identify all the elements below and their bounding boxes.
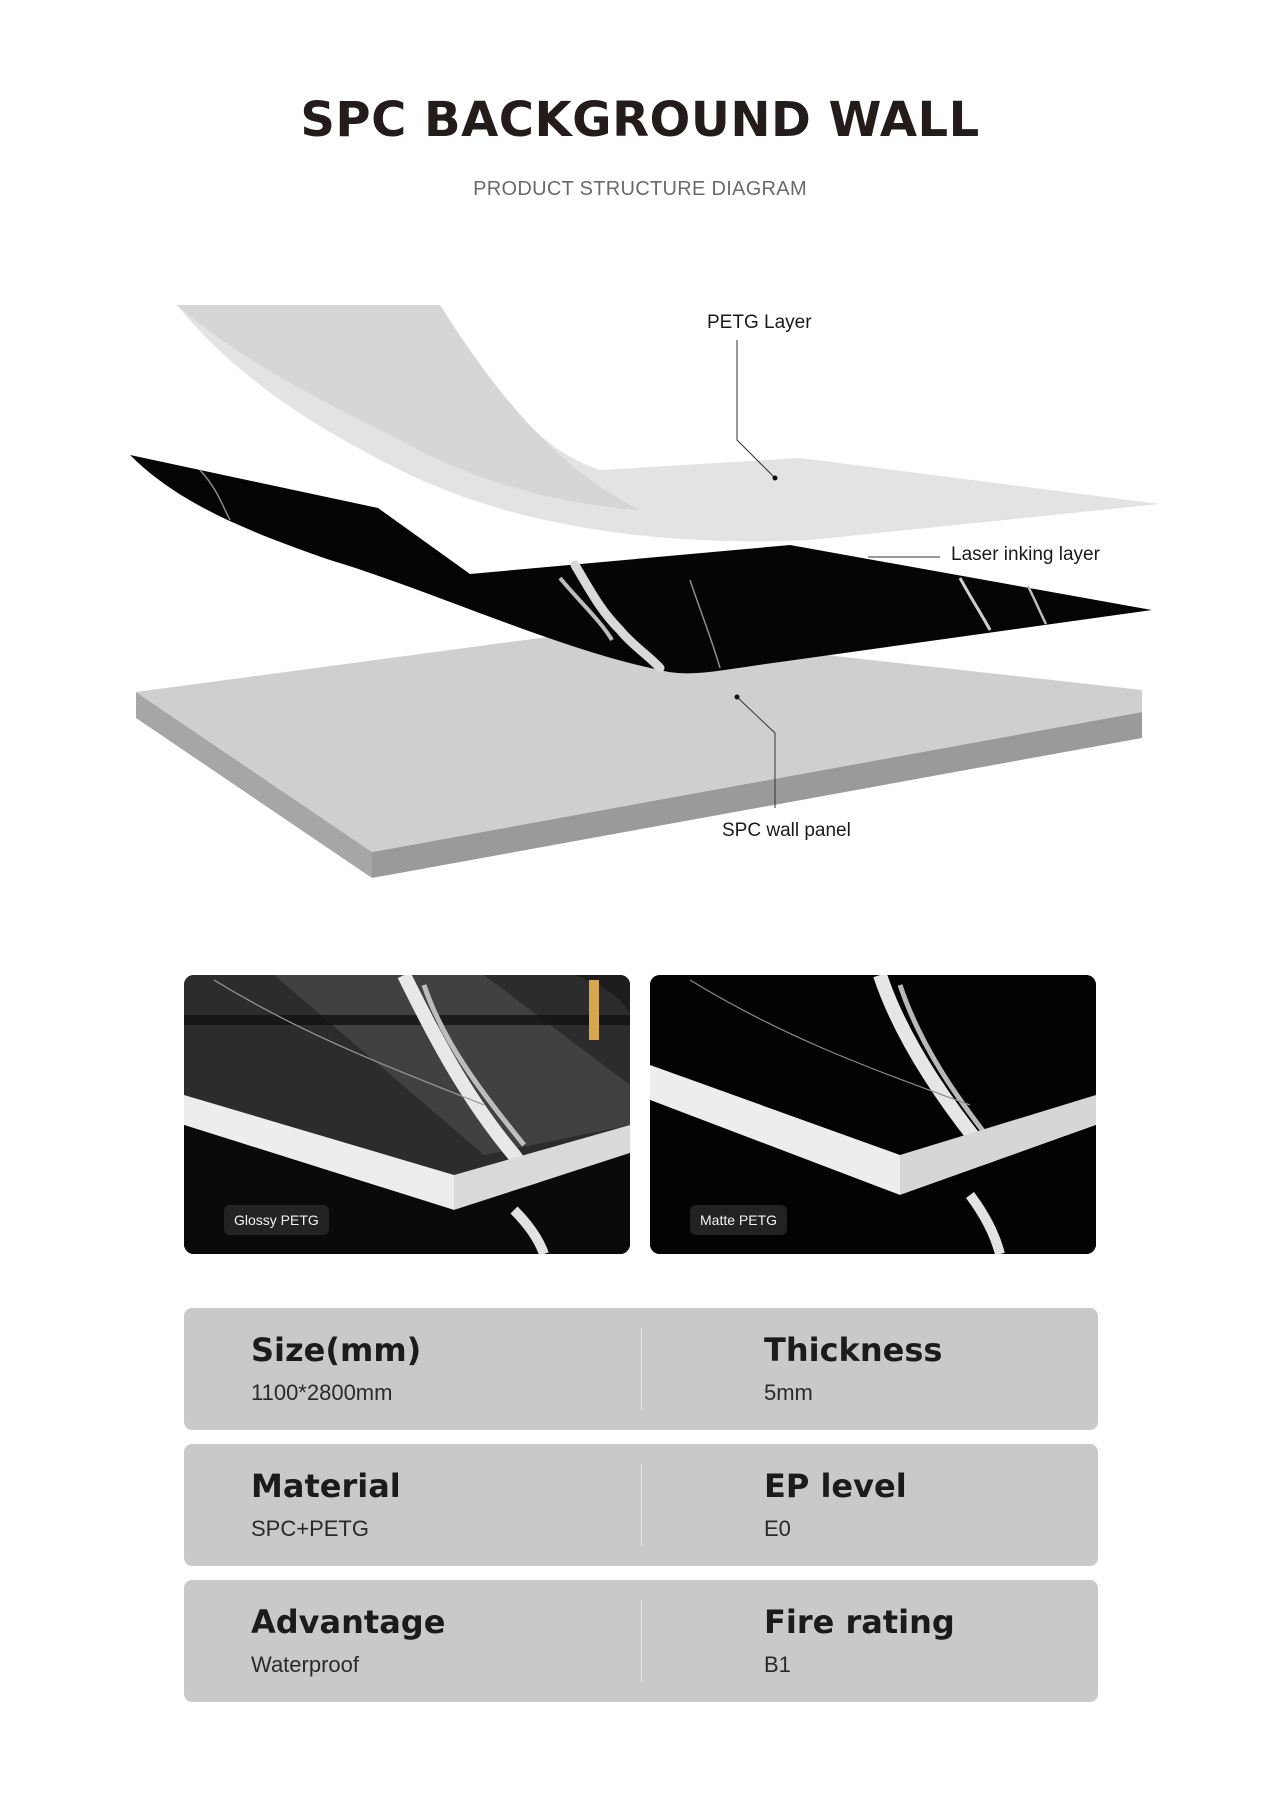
spec-divider bbox=[641, 1328, 642, 1410]
spec-label: EP level bbox=[764, 1467, 907, 1505]
spec-advantage: Advantage Waterproof bbox=[251, 1602, 445, 1678]
callout-lines bbox=[734, 340, 940, 808]
spec-value: E0 bbox=[764, 1516, 791, 1541]
petg-callout-dot bbox=[772, 475, 778, 481]
spec-row: Size(mm) 1100*2800mm Thickness 5mm bbox=[184, 1308, 1098, 1430]
marble-vein bbox=[958, 577, 992, 631]
spc-panel-side-face bbox=[372, 712, 1142, 878]
spec-value: 5mm bbox=[764, 1380, 813, 1405]
spec-value: SPC+PETG bbox=[251, 1516, 369, 1541]
spc-panel-top-face bbox=[136, 630, 1142, 852]
spc-callout-dot bbox=[734, 694, 740, 700]
spc-wall-panel bbox=[136, 630, 1142, 878]
marble-vein bbox=[570, 560, 665, 673]
marble-vein bbox=[199, 469, 231, 521]
petg-layer-label: PETG Layer bbox=[707, 312, 812, 333]
spec-row: Advantage Waterproof Fire rating B1 bbox=[184, 1580, 1098, 1702]
spec-size: Size(mm) 1100*2800mm bbox=[251, 1330, 421, 1406]
spec-divider bbox=[641, 1600, 642, 1682]
marble-vein bbox=[689, 579, 721, 669]
spec-fire-rating: Fire rating B1 bbox=[764, 1602, 955, 1678]
spec-label: Thickness bbox=[764, 1331, 943, 1369]
marble-vein bbox=[558, 576, 614, 642]
glossy-sample-illustration bbox=[184, 975, 630, 1254]
spec-divider bbox=[641, 1464, 642, 1546]
marble-vein bbox=[1026, 585, 1048, 625]
spec-label: Material bbox=[251, 1467, 401, 1505]
laser-inking-layer bbox=[130, 455, 1152, 674]
spec-label: Size(mm) bbox=[251, 1331, 422, 1369]
structure-diagram bbox=[130, 305, 1160, 878]
laser-inking-layer-label: Laser inking layer bbox=[951, 544, 1100, 565]
glossy-petg-sample: Glossy PETG bbox=[184, 975, 630, 1254]
spec-value: 1100*2800mm bbox=[251, 1380, 393, 1405]
spec-value: Waterproof bbox=[251, 1652, 360, 1677]
matte-petg-sample: Matte PETG bbox=[650, 975, 1096, 1254]
spec-row: Material SPC+PETG EP level E0 bbox=[184, 1444, 1098, 1566]
spec-material: Material SPC+PETG bbox=[251, 1466, 401, 1542]
spec-thickness: Thickness 5mm bbox=[764, 1330, 942, 1406]
spc-callout-line bbox=[736, 696, 776, 808]
spc-wall-panel-label: SPC wall panel bbox=[722, 820, 851, 841]
spec-label: Advantage bbox=[251, 1603, 446, 1641]
petg-layer bbox=[177, 305, 1160, 542]
spec-ep-level: EP level E0 bbox=[764, 1466, 907, 1542]
petg-film-curl-shade bbox=[177, 305, 640, 510]
glossy-petg-tag: Glossy PETG bbox=[224, 1205, 329, 1235]
spec-value: B1 bbox=[764, 1652, 791, 1677]
spc-panel-front-face bbox=[136, 692, 372, 878]
spec-label: Fire rating bbox=[764, 1603, 955, 1641]
matte-petg-tag: Matte PETG bbox=[690, 1205, 788, 1235]
laser-layer-sheet bbox=[130, 455, 1152, 674]
petg-callout-line bbox=[736, 340, 776, 479]
page-subtitle: PRODUCT STRUCTURE DIAGRAM bbox=[473, 178, 807, 200]
page-title: SPC BACKGROUND WALL bbox=[300, 92, 980, 148]
